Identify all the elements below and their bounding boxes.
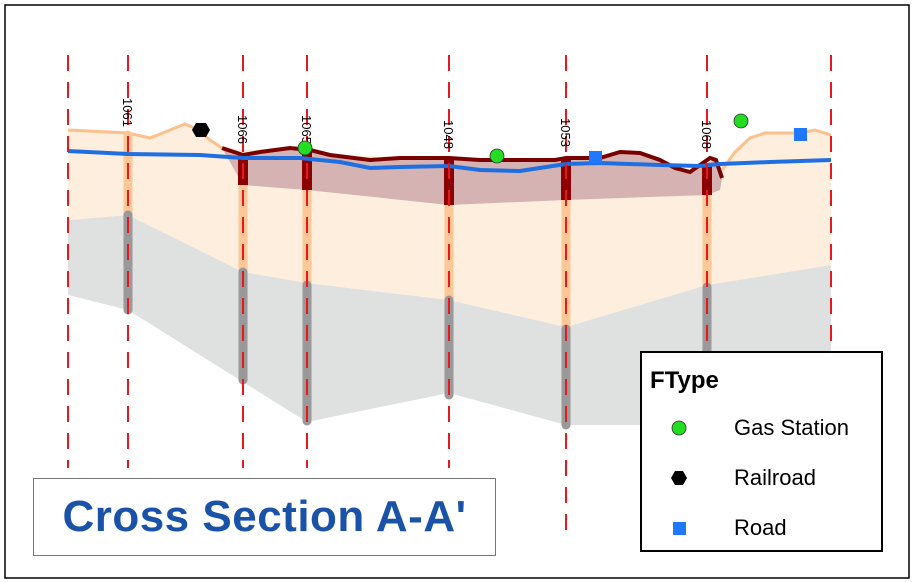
title-box: Cross Section A-A' [33, 478, 496, 556]
legend-item-gas-station: Gas Station [642, 413, 881, 443]
ground-surface-line-east [720, 128, 832, 171]
gas-station-marker [733, 113, 749, 129]
gas-station-marker [489, 148, 505, 164]
gas-station-marker [297, 140, 313, 156]
road-marker [589, 151, 602, 164]
railroad-marker [192, 123, 210, 137]
green-circle-icon [671, 420, 687, 436]
legend-title: FType [650, 367, 719, 394]
legend-label: Road [734, 515, 787, 540]
legend-item-road: Road [642, 513, 881, 543]
water-table-line [67, 149, 832, 174]
road-marker [794, 128, 807, 141]
legend: FType Gas Station Railroad Road [640, 351, 883, 552]
well-label-1061: 1061 [120, 98, 135, 127]
section-lines [67, 55, 832, 540]
black-hexagon-icon [671, 471, 687, 485]
diagram-title: Cross Section A-A' [62, 492, 467, 541]
well-label-1065: 1065 [299, 115, 314, 144]
well-label-1068: 1068 [699, 120, 714, 149]
legend-item-railroad: Railroad [642, 463, 881, 493]
legend-label: Gas Station [734, 415, 849, 440]
well-label-1053: 1053 [558, 118, 573, 147]
well-label-1066: 1066 [235, 115, 250, 144]
well-label-1048: 1048 [441, 120, 456, 149]
legend-label: Railroad [734, 465, 816, 490]
blue-square-icon [673, 522, 686, 535]
